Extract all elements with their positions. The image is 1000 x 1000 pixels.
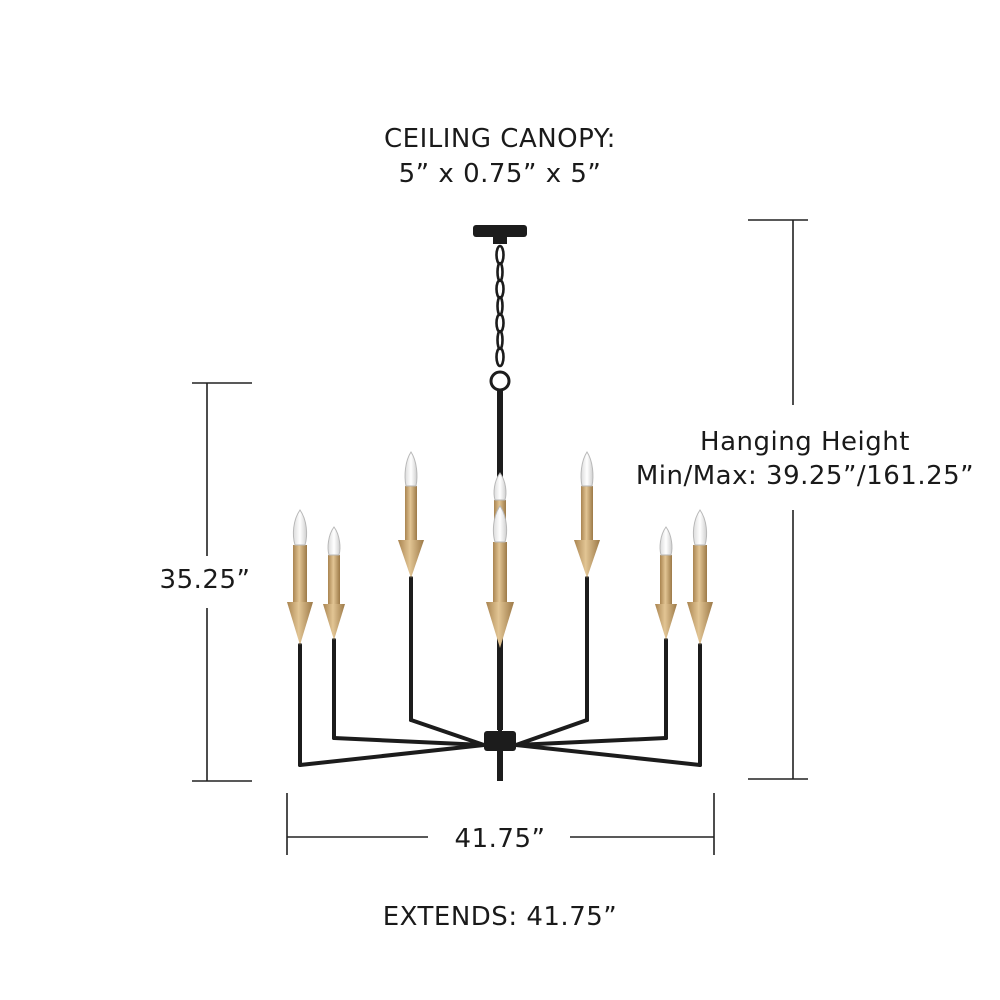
fixture-height-label: 35.25” xyxy=(150,563,260,597)
candle-arm xyxy=(486,505,514,648)
ceiling-canopy xyxy=(473,225,527,244)
hanging-height-dimension-line xyxy=(748,219,808,780)
hanging-height-min-max: Min/Max: 39.25”/161.25” xyxy=(635,461,975,491)
candle-arm xyxy=(574,451,600,578)
extends-label: EXTENDS: 41.75” xyxy=(382,902,618,932)
height-dimension-line xyxy=(192,382,252,782)
fixture-width-label: 41.75” xyxy=(430,822,570,856)
candle-arm xyxy=(398,451,424,578)
candle-arm xyxy=(323,526,345,640)
width-dimension-line xyxy=(286,793,715,855)
candle-arm xyxy=(687,509,713,645)
candle-arm xyxy=(655,526,677,640)
canopy-dimensions: 5” x 0.75” x 5” xyxy=(398,159,602,189)
canopy-title: CEILING CANOPY: xyxy=(384,124,616,154)
hanging-height-title: Hanging Height xyxy=(700,427,910,457)
frame-arms xyxy=(298,576,702,767)
chain xyxy=(489,244,511,392)
candle-arm xyxy=(287,509,313,645)
